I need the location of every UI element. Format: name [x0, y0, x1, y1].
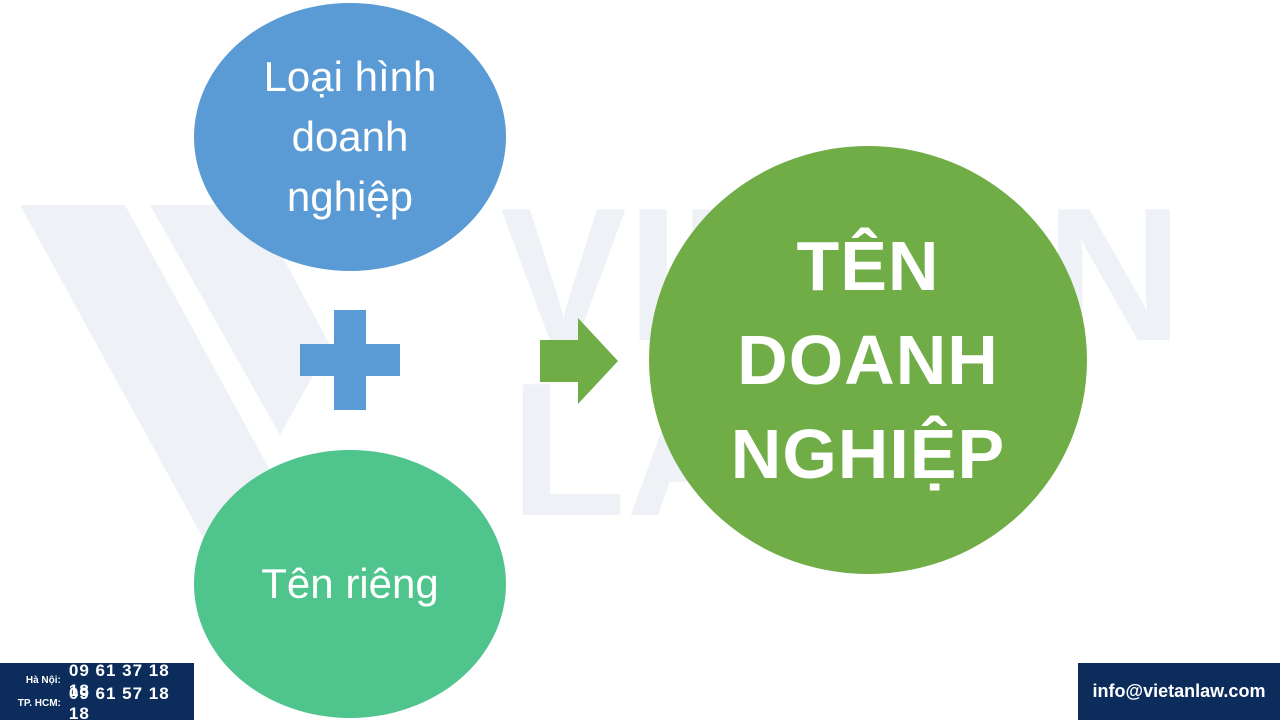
hanoi-row: Hà Nội: 09 61 37 18 18 — [0, 661, 194, 700]
business-type-node: Loại hình doanh nghiệp — [194, 3, 506, 271]
contact-phones: Hà Nội: 09 61 37 18 18 TP. HCM: 09 61 57… — [0, 661, 194, 723]
arrow-right-icon — [540, 318, 618, 404]
business-type-label: Loại hình doanh nghiệp — [263, 53, 437, 220]
hcm-phone[interactable]: 09 61 57 18 18 — [68, 683, 170, 723]
business-name-node: TÊN DOANH NGHIỆP — [649, 146, 1087, 574]
hanoi-label: Hà Nội: — [25, 675, 61, 686]
hcm-row: TP. HCM: 09 61 57 18 18 — [0, 684, 194, 723]
contact-email[interactable]: info@vietanlaw.com — [1078, 663, 1280, 720]
proper-name-label: Tên riêng — [261, 560, 439, 607]
plus-icon — [300, 310, 400, 410]
hcm-label: TP. HCM: — [17, 698, 61, 709]
proper-name-node: Tên riêng — [194, 450, 506, 718]
hanoi-phone[interactable]: 09 61 37 18 18 — [68, 660, 170, 700]
business-name-label: TÊN DOANH NGHIỆP — [730, 227, 1006, 493]
